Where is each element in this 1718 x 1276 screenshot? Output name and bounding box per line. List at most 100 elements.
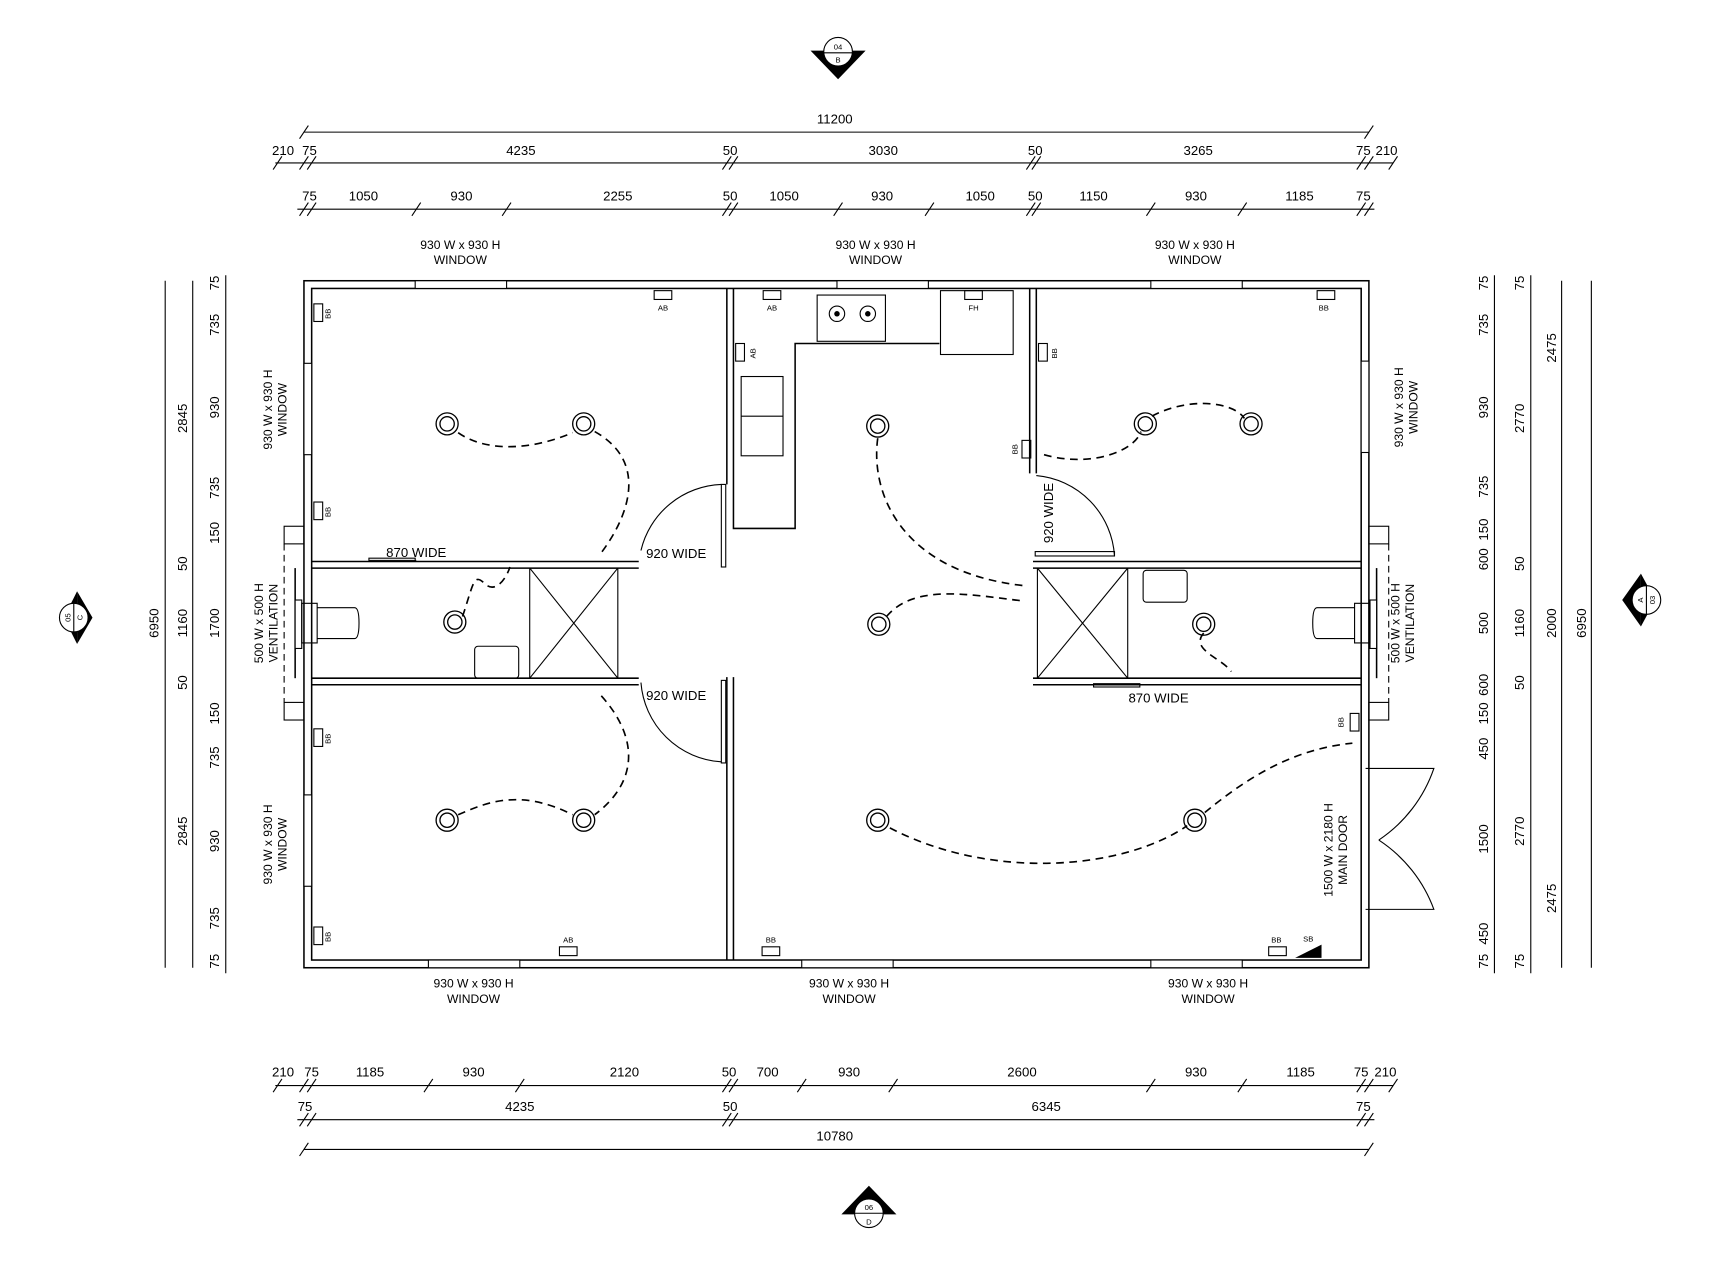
dimension-label: 1500 xyxy=(1476,824,1491,853)
dimension-label: 75 xyxy=(1512,954,1527,969)
dimension-label: 2845 xyxy=(175,817,190,846)
dimension-label: 150 xyxy=(207,522,222,544)
dimension-label: 2475 xyxy=(1544,884,1559,913)
window-size-label: 930 W x 930 H xyxy=(261,370,275,450)
outlet-label: BB xyxy=(1011,444,1020,454)
window-label: WINDOW xyxy=(849,253,903,267)
outlet-label: BB xyxy=(323,734,332,744)
dimension-label: 75 xyxy=(298,1099,313,1114)
dimension-label: 50 xyxy=(723,1099,738,1114)
power-outlet-icon xyxy=(1037,342,1048,362)
dimension-label: 50 xyxy=(175,556,190,571)
dimension-label: 450 xyxy=(1476,738,1491,760)
vent-size-label: 500 W x 500 H xyxy=(1389,583,1403,663)
dimension-label: 1160 xyxy=(175,609,190,637)
dimension-label: 4235 xyxy=(505,1099,534,1114)
dimension-label: 1050 xyxy=(349,188,378,203)
dimension-label: 75 xyxy=(207,276,222,291)
outlet-label: FH xyxy=(968,303,978,312)
window-size-label: 930 W x 930 H xyxy=(809,977,889,991)
dimension-label: 735 xyxy=(207,477,222,499)
section-marker-bottom[interactable]: 06 D xyxy=(841,1185,897,1229)
dimension-label: 2475 xyxy=(1544,333,1559,362)
dimension-label: 2255 xyxy=(603,188,632,203)
basin-right xyxy=(1142,569,1188,603)
power-outlet-icon xyxy=(735,342,746,362)
dimension-label: 75 xyxy=(1356,1099,1371,1114)
dimension-label: 6345 xyxy=(1032,1099,1061,1114)
marker-number: 03 xyxy=(1648,596,1657,605)
dimension-label: 75 xyxy=(1354,1065,1369,1080)
windows xyxy=(294,280,1378,969)
window-size-label: 930 W x 930 H xyxy=(1155,238,1235,252)
door-width-label: 920 WIDE xyxy=(646,546,706,561)
dimension-label: 700 xyxy=(757,1065,779,1080)
power-outlet-icon xyxy=(1268,946,1287,957)
dimension-label: 735 xyxy=(207,907,222,929)
power-outlet-icon xyxy=(1316,290,1336,301)
outlet-label: BB xyxy=(323,309,332,319)
dimension-label: 600 xyxy=(1476,674,1491,696)
outlet-label: BB xyxy=(1319,303,1329,312)
dimension-label: 735 xyxy=(1476,476,1491,498)
dimension-label: 50 xyxy=(723,143,738,158)
marker-number: 04 xyxy=(834,43,843,52)
switchboard-label: SB xyxy=(1303,934,1313,943)
ceiling-light-icon xyxy=(866,414,890,438)
window-label: WINDOW xyxy=(447,992,501,1006)
window-size-label: 930 W x 930 H xyxy=(433,977,513,991)
dimension-label: 210 xyxy=(272,1065,294,1080)
power-outlet-icon xyxy=(313,501,324,521)
dimension-label: 75 xyxy=(1476,276,1491,291)
ceiling-light-icon xyxy=(866,808,890,832)
shower-right xyxy=(1036,567,1129,679)
section-marker-top[interactable]: 04 B xyxy=(810,36,866,80)
power-outlet-icon xyxy=(653,290,673,301)
window-size-label: 930 W x 930 H xyxy=(420,238,500,252)
ceiling-lights xyxy=(435,412,1263,832)
section-marker-left[interactable]: 05 C xyxy=(58,591,93,645)
power-outlet-icon xyxy=(313,926,324,946)
outlet-label: BB xyxy=(766,935,776,944)
vent-label: VENTILATION xyxy=(267,584,281,662)
dimension-label: 150 xyxy=(207,702,222,724)
power-outlet-icon xyxy=(313,303,324,323)
dimension-label: 930 xyxy=(871,188,893,203)
dimension-label: 1700 xyxy=(207,608,222,637)
door-width-label: 870 WIDE xyxy=(386,545,446,560)
outlet-label: BB xyxy=(1337,717,1346,727)
dimension-label: 930 xyxy=(1185,188,1207,203)
window-label: WINDOW xyxy=(275,817,289,871)
outlet-label: AB xyxy=(658,303,668,312)
dimension-label: 75 xyxy=(207,954,222,969)
dimension-label: 11200 xyxy=(817,111,853,126)
dimension-label: 930 xyxy=(207,396,222,418)
window-label: WINDOW xyxy=(823,992,877,1006)
cooktop xyxy=(816,294,886,342)
power-outlet-icon xyxy=(1349,712,1360,732)
marker-letter: B xyxy=(836,56,841,65)
dimension-label: 75 xyxy=(302,143,317,158)
dimension-label: 150 xyxy=(1476,519,1491,541)
dimension-label: 930 xyxy=(1185,1065,1207,1080)
toilet-left xyxy=(301,602,360,644)
ceiling-light-icon xyxy=(1183,808,1207,832)
dimension-label: 75 xyxy=(1356,188,1371,203)
outlet-label: AB xyxy=(767,303,777,312)
switchboard xyxy=(1295,944,1322,958)
marker-letter: C xyxy=(76,614,85,620)
marker-number: 06 xyxy=(865,1203,874,1212)
dimension-label: 75 xyxy=(304,1065,319,1080)
ceiling-light-icon xyxy=(572,808,596,832)
section-marker-right[interactable]: A 03 xyxy=(1622,573,1662,627)
toilet-right xyxy=(1312,602,1371,644)
dimension-label: 930 xyxy=(450,188,472,203)
dimension-label: 735 xyxy=(207,314,222,336)
dimension-label: 930 xyxy=(207,830,222,852)
dimension-label: 1050 xyxy=(965,188,994,203)
dimension-label: 50 xyxy=(1512,675,1527,690)
outlet-label: AB xyxy=(748,348,757,358)
